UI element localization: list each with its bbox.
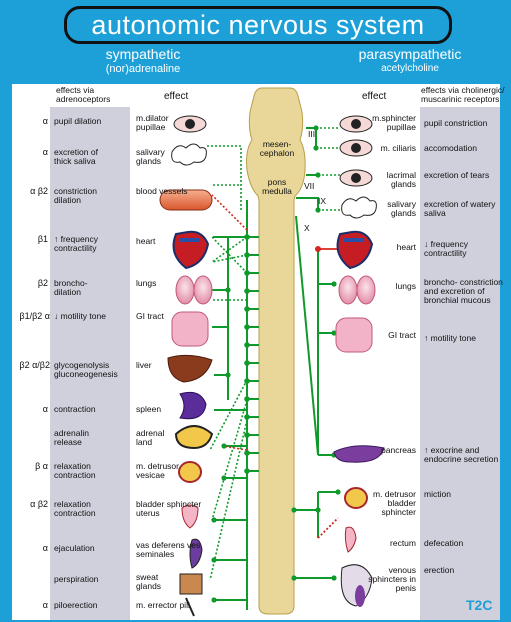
symp-organ-1: m.dilator pupillae	[136, 114, 184, 132]
para-organ-7: GI tract	[376, 331, 416, 340]
para-organ-3: lacrimal glands	[374, 171, 416, 189]
mesencephalon-label: mesen- cephalon	[259, 140, 295, 158]
para-effect-6: broncho- constriction and excretion of b…	[424, 278, 504, 305]
symp-organ-9: adrenal land	[136, 429, 180, 447]
symp-effect-9: adrenalin release	[54, 429, 114, 447]
para-organ-4: salivary glands	[374, 200, 416, 218]
title: autonomic nervous system	[91, 10, 424, 41]
symp-receptor-5: β2	[22, 279, 48, 288]
symp-effect-3: constriction dilation	[54, 187, 114, 205]
symp-receptor-7: β2 α/β2	[18, 361, 50, 370]
eye-right-mid-icon	[340, 140, 372, 156]
para-organ-6: lungs	[384, 282, 416, 291]
symp-receptor-2: α	[22, 148, 48, 157]
symp-organ-6: GI tract	[136, 312, 164, 321]
adrenal-icon	[176, 426, 212, 448]
symp-organ-5: lungs	[136, 279, 156, 288]
symp-receptor-10: β α	[22, 462, 48, 471]
gi-tract-left-icon	[172, 312, 208, 346]
symp-effect-13: perspiration	[54, 575, 114, 584]
para-effect-4: excretion of watery saliva	[424, 200, 496, 218]
symp-effect-10: relaxation contraction	[54, 462, 114, 480]
symp-organ-11: bladder sphincter uterus	[136, 500, 216, 518]
symp-effect-7: glycogenolysis gluconeogenesis	[54, 361, 128, 379]
nerve-III: III	[308, 130, 315, 139]
symp-effect-11: relaxation contraction	[54, 500, 114, 518]
symp-receptor-4: β1	[22, 235, 48, 244]
para-organ-9: m. detrusor bladder sphincter	[362, 490, 416, 517]
parasympathetic-label: parasympathetic	[340, 47, 480, 62]
para-effect-10: defecation	[424, 539, 494, 548]
symp-effect-2: excretion of thick saliva	[54, 148, 114, 166]
left-effect-header: effect	[164, 92, 188, 103]
symp-receptor-8: α	[22, 405, 48, 414]
symp-organ-12: vas deferens ves. seminales	[136, 541, 212, 559]
para-organ-2: m. ciliaris	[370, 144, 416, 153]
right-receptor-header: effects via cholinergic/ muscarinic rece…	[421, 86, 509, 104]
right-effect-header: effect	[362, 92, 386, 103]
bladder-left-icon	[179, 462, 201, 482]
symp-receptor-1: α	[22, 117, 48, 126]
symp-organ-10: m. detrusor vesicae	[136, 462, 180, 480]
para-effect-8: ↑ exocrine and endocrine secretion	[424, 446, 500, 464]
left-receptor-header: effects via adrenoceptors	[56, 86, 132, 104]
symp-receptor-12: α	[22, 544, 48, 553]
symp-receptor-6: β1/β2 α	[18, 312, 50, 321]
logo: T2C	[466, 598, 492, 613]
symp-receptor-11: α β2	[22, 500, 48, 509]
symp-effect-5: broncho- dilation	[54, 279, 114, 297]
para-effect-1: pupil constriction	[424, 119, 504, 128]
para-effect-9: miction	[424, 490, 494, 499]
symp-effect-14: piloerection	[54, 601, 124, 610]
symp-effect-8: contraction	[54, 405, 124, 414]
symp-organ-2: salivary glands	[136, 148, 176, 166]
symp-effect-6: ↓ motility tone	[54, 312, 114, 321]
para-organ-11: venous sphincters in penis	[366, 566, 416, 593]
title-banner: autonomic nervous system	[64, 6, 452, 44]
symp-effect-1: pupil dilation	[54, 117, 130, 126]
para-organ-10: rectum	[374, 539, 416, 548]
para-effect-11: erection	[424, 566, 494, 575]
symp-effect-12: ejaculation	[54, 544, 114, 553]
symp-receptor-14: α	[22, 601, 48, 610]
para-effect-3: excretion of tears	[424, 171, 490, 180]
sweat-gland-icon	[180, 574, 202, 594]
para-organ-8: pancreas	[374, 446, 416, 455]
symp-organ-4: heart	[136, 237, 155, 246]
symp-organ-14: m. errector pili	[136, 601, 216, 610]
parasympathetic-transmitter: acetylcholine	[350, 64, 470, 75]
para-organ-5: heart	[384, 243, 416, 252]
nerve-VII: VII	[304, 182, 314, 191]
nerve-IX: IX	[318, 197, 326, 206]
para-effect-7: ↑ motility tone	[424, 334, 484, 343]
symp-organ-7: liver	[136, 361, 152, 370]
symp-organ-13: sweat glands	[136, 573, 176, 591]
para-organ-1: m.sphincter pupillae	[364, 114, 416, 132]
eye-right-lacrimal-icon	[340, 170, 372, 186]
symp-organ-3: blood vessels	[136, 187, 216, 196]
symp-organ-8: spleen	[136, 405, 161, 414]
heart-red-node	[315, 246, 321, 252]
nerve-X: X	[304, 224, 310, 233]
symp-receptor-3: α β2	[22, 187, 48, 196]
para-effect-5: ↓ frequency contractility	[424, 240, 496, 258]
pons-label: pons medulla	[259, 178, 295, 196]
gi-tract-right-icon	[336, 318, 372, 352]
para-effect-2: accomodation	[424, 144, 504, 153]
sympathetic-transmitter: (nor)adrenaline	[88, 64, 198, 76]
symp-effect-4: ↑ frequency contractility	[54, 235, 124, 253]
sympathetic-label: sympathetic	[88, 47, 198, 62]
